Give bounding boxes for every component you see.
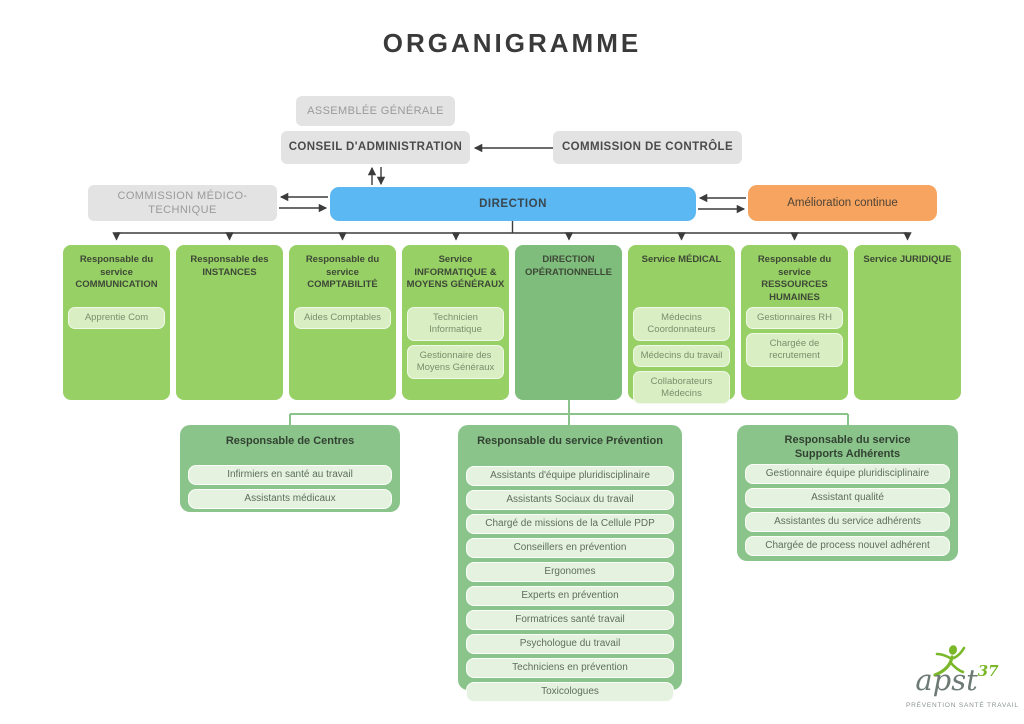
department-title: Responsable du service COMPTABILITÉ	[305, 254, 380, 291]
role-pill: Médecins du travail	[633, 344, 730, 367]
role-pill: Apprentie Com	[68, 307, 165, 329]
department-roles: Gestionnaires RH Chargée de recrutement	[746, 307, 843, 367]
assemblee-generale-box: ASSEMBLÉE GÉNÉRALE	[296, 96, 455, 126]
role-pill: Assistants d'équipe pluridisciplinaire	[466, 466, 674, 486]
department-box: Responsable du service COMPTABILITÉ Aides…	[289, 245, 396, 400]
role-pill: Techniciens en prévention	[466, 658, 674, 678]
department-title: Responsable du service COMMUNICATION	[75, 254, 158, 291]
group-supports-adherents: Responsable du service Supports Adhérent…	[737, 425, 958, 561]
department-box: Service INFORMATIQUE & MOYENS GÉNÉRAUX Te…	[402, 245, 509, 400]
role-pill: Formatrices santé travail	[466, 610, 674, 630]
department-title: Responsable du service RESSOURCES HUMAIN…	[757, 254, 832, 303]
amelioration-continue-box: Amélioration continue	[748, 185, 937, 221]
direction-box: DIRECTION	[330, 187, 696, 221]
apst-logo-brand-text: apst	[915, 663, 978, 697]
apst-logo-tagline: PRÉVENTION SANTÉ TRAVAIL	[903, 702, 1018, 709]
department-title: Service INFORMATIQUE & MOYENS GÉNÉRAUX	[406, 254, 505, 291]
role-pill: Collaborateurs Médecins	[633, 370, 730, 405]
group-prevention: Responsable du service Prévention Assist…	[458, 425, 682, 702]
role-pill: Assistants Sociaux du travail	[466, 490, 674, 510]
group-title: Responsable du service Supports Adhérent…	[784, 434, 911, 461]
role-pill: Conseillers en prévention	[466, 538, 674, 558]
role-pill: Ergonomes	[466, 562, 674, 582]
departments-row: Responsable du service COMMUNICATION Appr…	[63, 245, 961, 405]
role-pill: Chargée de recrutement	[746, 332, 843, 367]
page-title: ORGANIGRAMME	[382, 28, 642, 58]
role-pill: Technicien Informatique	[407, 307, 504, 341]
department-box: Responsable du service COMMUNICATION Appr…	[63, 245, 170, 400]
role-pill: Gestionnaires RH	[746, 307, 843, 329]
conseil-administration-box: CONSEIL D'ADMINISTRATION	[281, 131, 470, 164]
apst37-logo: apst37 PRÉVENTION SANTÉ TRAVAIL	[903, 645, 1018, 716]
role-pill: Psychologue du travail	[466, 634, 674, 654]
role-pill: Gestionnaire des Moyens Généraux	[407, 344, 504, 379]
commission-controle-box: COMMISSION DE CONTRÔLE	[553, 131, 742, 164]
role-pill: Aides Comptables	[294, 307, 391, 329]
department-title: Service MÉDICAL	[641, 254, 722, 265]
department-roles: Apprentie Com	[68, 307, 165, 329]
apst-logo-figure-icon	[933, 645, 966, 677]
department-box: Service JURIDIQUE	[854, 245, 961, 400]
apst-logo-wordmark: apst37	[903, 664, 1011, 695]
role-pill: Infirmiers en santé au travail	[188, 465, 392, 485]
role-pill: Chargée de process nouvel adhérent	[745, 536, 950, 556]
role-pill: Chargé de missions de la Cellule PDP	[466, 514, 674, 534]
commission-medico-technique-box: COMMISSION MÉDICO-TECHNIQUE	[88, 185, 277, 221]
department-title: Responsable des INSTANCES	[190, 254, 269, 278]
role-pill: Toxicologues	[466, 682, 674, 702]
apst-logo-number: 37	[977, 662, 999, 680]
group-title: Responsable de Centres	[225, 435, 355, 447]
role-pill: Experts en prévention	[466, 586, 674, 606]
role-pill: Médecins Coordonnateurs	[633, 307, 730, 341]
department-box: DIRECTION OPÉRATIONNELLE	[515, 245, 622, 400]
department-box: Responsable des INSTANCES	[176, 245, 283, 400]
group-centres: Responsable de Centres Infirmiers en san…	[180, 425, 400, 512]
department-roles: Aides Comptables	[294, 307, 391, 329]
department-title: DIRECTION OPÉRATIONNELLE	[525, 254, 612, 278]
department-title: Service JURIDIQUE	[863, 254, 952, 265]
role-pill: Assistantes du service adhérents	[745, 512, 950, 532]
apst-logo-tagline-text: PRÉVENTION SANTÉ TRAVAIL	[906, 702, 1019, 709]
department-box: Responsable du service RESSOURCES HUMAIN…	[741, 245, 848, 400]
role-pill: Assistant qualité	[745, 488, 950, 508]
role-pill: Gestionnaire équipe pluridisciplinaire	[745, 464, 950, 484]
group-title: Responsable du service Prévention	[477, 435, 663, 447]
role-pill: Assistants médicaux	[188, 489, 392, 509]
